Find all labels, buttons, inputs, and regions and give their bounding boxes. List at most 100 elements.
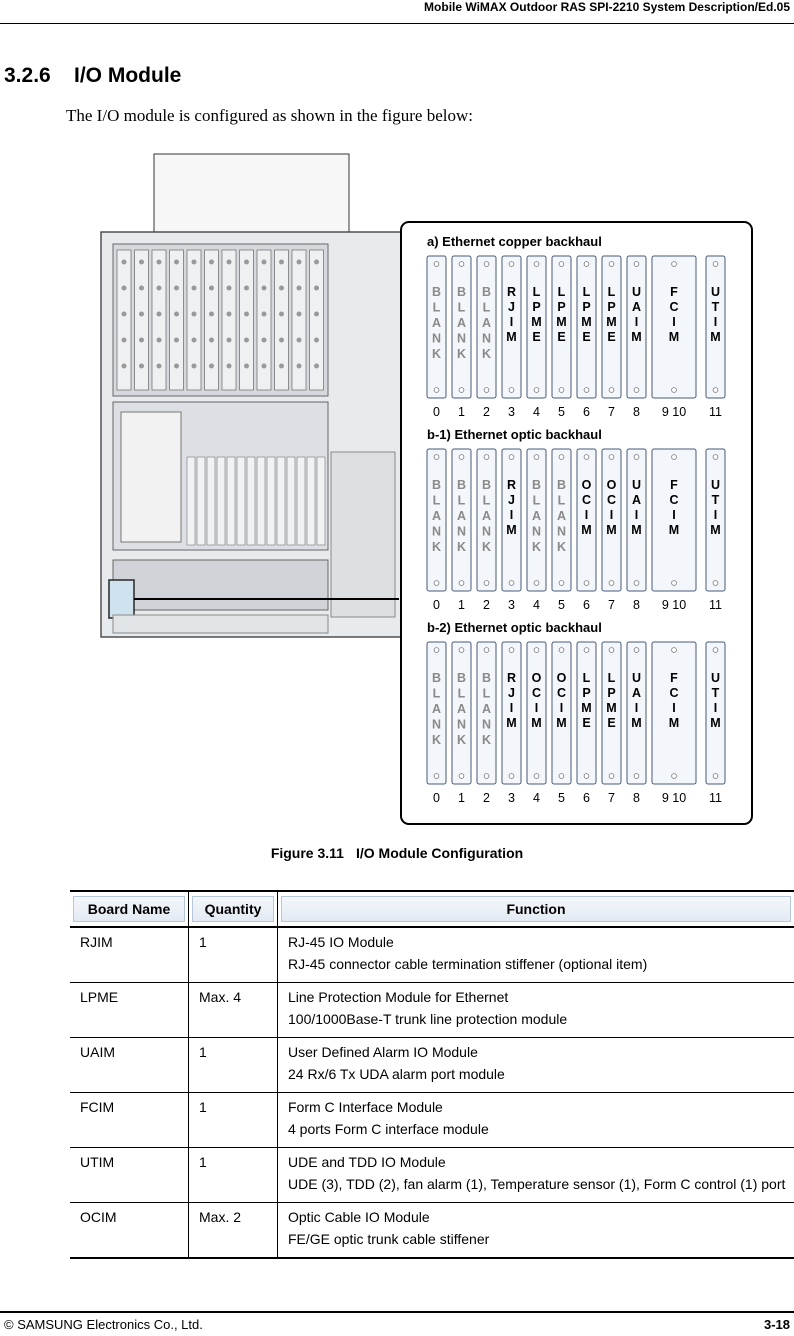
slot-label-letter: C xyxy=(669,686,678,700)
slot-label-letter: U xyxy=(711,285,720,299)
rack-card-port xyxy=(156,285,162,291)
rack-card xyxy=(291,249,307,391)
slot-label-letter: I xyxy=(585,508,588,522)
slot-screw-bottom xyxy=(533,773,540,779)
quantity-cell: 1 xyxy=(188,927,278,983)
slot-screw-top xyxy=(583,647,590,653)
slot-screw-top xyxy=(508,261,515,267)
slot-number: 2 xyxy=(483,405,490,419)
slot-label-letter: J xyxy=(508,686,515,700)
slot-label-letter: E xyxy=(607,330,615,344)
slot-screw-top xyxy=(483,647,490,653)
module-slot xyxy=(705,448,726,592)
slot-label-letter: A xyxy=(632,300,641,314)
figure-caption-text: I/O Module Configuration xyxy=(355,845,524,861)
slot-label-letter: P xyxy=(532,300,540,314)
rack-card-port xyxy=(156,259,162,265)
rack-card xyxy=(196,456,206,546)
slot-number: 4 xyxy=(533,598,540,612)
slot-screw-bottom xyxy=(483,387,490,393)
slot-label-letter: A xyxy=(432,509,441,523)
slot-label-letter: I xyxy=(510,508,513,522)
blank-slot xyxy=(426,448,447,592)
slot-label-letter: A xyxy=(482,702,491,716)
slot-number: 11 xyxy=(709,598,722,612)
slot-label-letter: L xyxy=(458,687,466,701)
slot-label-letter: O xyxy=(607,478,617,492)
blank-slot xyxy=(426,255,447,399)
header-board-name: Board Name xyxy=(70,890,189,928)
slot-label-letter: E xyxy=(557,330,565,344)
slot-label-letter: C xyxy=(557,686,566,700)
slot-screw-bottom xyxy=(558,387,565,393)
module-slot xyxy=(576,448,597,592)
rack-card xyxy=(186,456,196,546)
slot-number: 9 10 xyxy=(662,791,686,805)
rack-card xyxy=(236,456,246,546)
slot-label-letter: I xyxy=(714,315,717,329)
rack-card-port xyxy=(139,259,144,265)
slot-label-letter: N xyxy=(457,525,466,539)
rack-card-port xyxy=(244,311,249,317)
slot-label-letter: M xyxy=(606,701,616,715)
slot-label-letter: I xyxy=(560,701,563,715)
slot-label-letter: K xyxy=(557,540,566,554)
quantity-cell: Max. 2 xyxy=(188,1202,278,1259)
slot-screw-top xyxy=(458,647,465,653)
footer-rule xyxy=(0,1311,794,1313)
cabinet-io-shelf xyxy=(112,559,329,611)
slot-screw-bottom xyxy=(712,773,719,779)
slot-screw-bottom xyxy=(583,387,590,393)
header-quantity: Quantity xyxy=(188,890,278,928)
module-slot xyxy=(651,641,697,785)
slot-label-letter: M xyxy=(531,315,541,329)
slot-label-letter: M xyxy=(606,315,616,329)
rack-card-port xyxy=(121,285,127,291)
slot-screw-top xyxy=(671,261,677,267)
figure-caption: Figure 3.11 I/O Module Configuration xyxy=(0,845,794,861)
slot-screw-top xyxy=(608,261,615,267)
slot-screw-top xyxy=(433,647,440,653)
slot-number: 8 xyxy=(633,598,640,612)
slot-number: 7 xyxy=(608,791,615,805)
rack-card-port xyxy=(209,337,214,343)
slot-label-letter: L xyxy=(483,687,491,701)
slot-label-letter: B xyxy=(557,478,566,492)
quantity-cell: 1 xyxy=(188,1037,278,1093)
function-line: FE/GE optic trunk cable stiffener xyxy=(288,1231,490,1247)
slot-label-letter: I xyxy=(672,315,675,329)
slot-label-letter: M xyxy=(631,523,641,537)
slot-number: 3 xyxy=(508,791,515,805)
rack-card xyxy=(276,456,286,546)
slot-label-letter: A xyxy=(632,686,641,700)
slot-label-letter: N xyxy=(482,718,491,732)
rack-card-port xyxy=(209,311,214,317)
slot-label-letter: O xyxy=(532,671,542,685)
board-name-cell: LPME xyxy=(70,982,189,1038)
slot-number: 2 xyxy=(483,598,490,612)
rack-card-port xyxy=(244,259,249,265)
slot-label-letter: P xyxy=(582,686,590,700)
slot-label-letter: T xyxy=(712,493,720,507)
figure-caption-label: Figure 3.11 xyxy=(270,845,344,861)
slot-label-letter: O xyxy=(557,671,567,685)
rack-card-port xyxy=(191,337,197,343)
board-name-cell: UTIM xyxy=(70,1147,189,1203)
rack-card-port xyxy=(226,285,232,291)
function-line: UDE (3), TDD (2), fan alarm (1), Tempera… xyxy=(288,1176,786,1192)
rack-card xyxy=(309,249,324,391)
rack-card xyxy=(169,249,184,391)
slot-label-letter: K xyxy=(482,347,491,361)
slot-label-letter: K xyxy=(457,540,466,554)
slot-label-letter: M xyxy=(669,523,679,537)
rack-card xyxy=(216,456,226,546)
slot-label-letter: M xyxy=(606,523,616,537)
blank-slot xyxy=(426,641,447,785)
slot-number: 0 xyxy=(433,405,440,419)
slot-number: 6 xyxy=(583,598,590,612)
slot-label-letter: I xyxy=(510,315,513,329)
